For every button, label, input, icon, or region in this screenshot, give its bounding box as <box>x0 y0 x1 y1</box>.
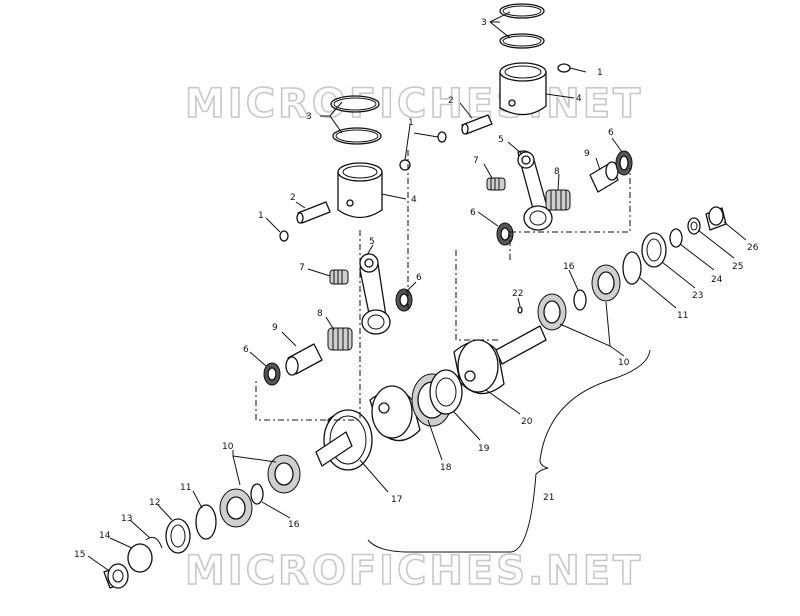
label-7b: 7 <box>299 263 305 273</box>
label-4b: 4 <box>411 195 417 205</box>
center-bearing-19 <box>429 369 463 415</box>
spacer-25 <box>687 217 701 235</box>
circlip-left-bottom <box>279 230 289 242</box>
crankshaft <box>315 306 547 471</box>
label-19: 19 <box>478 444 490 454</box>
label-11b: 11 <box>180 483 191 493</box>
label-14: 14 <box>99 531 111 541</box>
watermark-top: MICROFICHES.NET <box>185 81 643 127</box>
needle-bearing-left-large <box>327 327 353 351</box>
connecting-rod-right <box>517 150 553 231</box>
label-2a: 2 <box>448 96 454 106</box>
ring-16-right <box>573 289 587 311</box>
label-18: 18 <box>440 463 452 473</box>
piston-rings-left <box>330 95 382 145</box>
label-5a: 5 <box>498 135 504 145</box>
label-7a: 7 <box>473 156 479 166</box>
woodruff-key-22 <box>517 306 523 314</box>
label-13: 13 <box>121 514 132 524</box>
label-6c: 6 <box>416 273 422 283</box>
needle-bearing-right-small <box>486 177 506 191</box>
centerline-2 <box>255 230 361 421</box>
watermark-bottom: MICROFICHES.NET <box>185 548 643 594</box>
label-1a: 1 <box>597 68 603 78</box>
label-8b: 8 <box>317 309 323 319</box>
piston-pin-right <box>461 114 493 135</box>
label-10a: 10 <box>618 358 630 368</box>
label-16a: 16 <box>563 262 575 272</box>
label-6b: 6 <box>470 208 476 218</box>
snap-ring-13 <box>145 536 163 549</box>
seal-23 <box>641 232 667 268</box>
label-1c: 1 <box>258 211 264 221</box>
piston-pin-left <box>296 201 331 224</box>
label-26: 26 <box>747 243 759 253</box>
label-16b: 16 <box>288 520 300 530</box>
main-bearing-right-outer <box>591 264 621 302</box>
label-6a: 6 <box>608 128 614 138</box>
label-3b: 3 <box>306 112 312 122</box>
label-21: 21 <box>543 493 554 503</box>
label-9a: 9 <box>584 149 590 159</box>
ring-16-left <box>250 483 264 505</box>
seal-12 <box>165 518 191 554</box>
centerline-3 <box>455 250 500 341</box>
label-12: 12 <box>149 498 160 508</box>
label-6d: 6 <box>243 345 249 355</box>
piston-left <box>337 162 383 219</box>
needle-bearing-left-small <box>329 269 349 285</box>
label-11a: 11 <box>677 311 688 321</box>
needle-bearing-right-large <box>545 189 571 211</box>
label-10b: 10 <box>222 442 234 452</box>
label-8a: 8 <box>554 167 560 177</box>
bushing-15 <box>103 563 129 589</box>
main-bearing-left-inner <box>267 454 301 494</box>
label-9b: 9 <box>272 323 278 333</box>
label-3a: 3 <box>481 18 487 28</box>
piston-right <box>499 62 547 116</box>
label-15: 15 <box>74 550 85 560</box>
ring-14 <box>127 543 153 573</box>
leader-lines <box>87 11 747 571</box>
washer-24 <box>669 228 683 248</box>
label-4a: 4 <box>576 94 582 104</box>
label-2b: 2 <box>290 193 296 203</box>
label-22: 22 <box>512 289 523 299</box>
main-bearing-left-outer <box>219 488 253 528</box>
label-1b: 1 <box>408 118 414 128</box>
piston-rings-right <box>499 3 545 49</box>
label-20: 20 <box>521 417 533 427</box>
crankpin-left <box>285 343 323 376</box>
connecting-rod-left <box>359 253 391 335</box>
snap-ring-11-left <box>195 504 217 540</box>
crankpin-right <box>589 161 619 193</box>
crank-shaft-right-end <box>495 325 547 365</box>
centerline-4 <box>509 168 631 260</box>
label-23: 23 <box>692 291 703 301</box>
circlip-right-left <box>437 131 447 143</box>
snap-ring-11-right <box>622 251 642 285</box>
label-17: 17 <box>391 495 402 505</box>
label-5b: 5 <box>369 237 375 247</box>
label-25: 25 <box>732 262 743 272</box>
part-number-labels: 1 1 1 2 2 3 3 4 4 5 5 6 6 6 6 7 7 8 8 9 … <box>74 18 759 560</box>
bushing-26 <box>705 206 727 231</box>
label-24: 24 <box>711 275 723 285</box>
bracket-21 <box>367 349 651 553</box>
main-bearing-right-inner <box>537 293 567 331</box>
circlip-right-top <box>557 63 571 73</box>
